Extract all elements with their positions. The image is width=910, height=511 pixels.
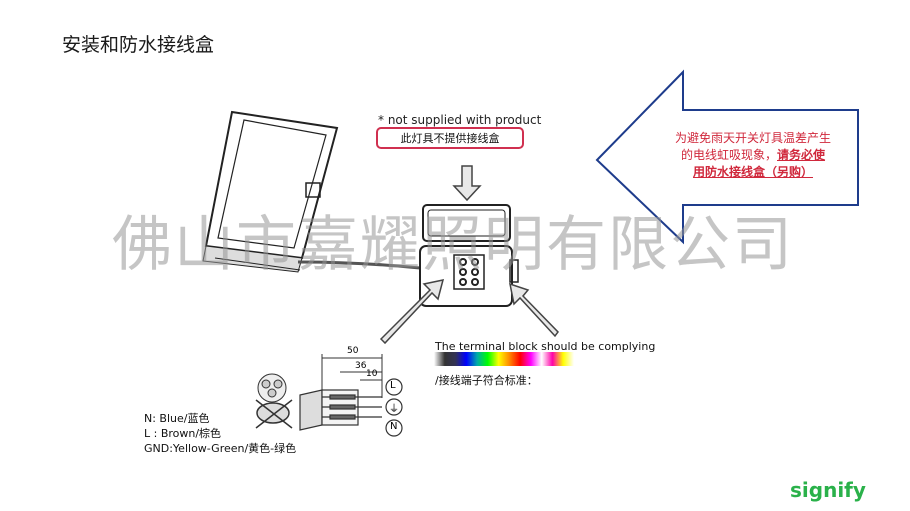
- standard-color-bar: [434, 352, 574, 366]
- terminal-n: N: [390, 421, 398, 432]
- floodlight-illustration: [202, 110, 339, 273]
- terminal-symbols: [385, 378, 403, 437]
- wire-n-label: N: Blue/蓝色: [144, 412, 210, 425]
- callout-line3: 用防水接线盒（另购）: [648, 164, 858, 181]
- callout-text: 为避免雨天开关灯具温差产生 的电线虹吸现象，请务必使 用防水接线盒（另购）: [648, 130, 858, 181]
- dimension-lines: [321, 354, 383, 398]
- terminal-note-cn: /接线端子符合标准：: [435, 374, 538, 387]
- terminal-l: L: [390, 380, 396, 391]
- callout-line2-prefix: 的电线虹吸现象，: [680, 148, 777, 162]
- dim-36: 36: [355, 361, 367, 371]
- stripped-wire: [299, 389, 382, 431]
- not-supplied-note: * not supplied with product: [378, 113, 542, 127]
- callout-line1: 为避免雨天开关灯具温差产生: [674, 131, 831, 145]
- dim-10: 10: [366, 369, 378, 379]
- wire-gnd-label: GND:Yellow-Green/黄色-绿色: [144, 442, 297, 455]
- dim-50: 50: [347, 346, 359, 356]
- junction-box: [419, 204, 519, 307]
- terminal-earth: ⏚: [389, 404, 399, 415]
- crossed-cable: [255, 399, 293, 429]
- wire-l-label: L : Brown/棕色: [144, 427, 222, 440]
- cable-line: [297, 260, 421, 270]
- terminal-note-en: The terminal block should be complying: [435, 340, 656, 353]
- not-supplied-cn-label: 此灯具不提供接线盒: [400, 132, 500, 145]
- not-supplied-cn-box: 此灯具不提供接线盒: [376, 127, 524, 149]
- callout-line2-bold: 请务必使: [777, 148, 826, 162]
- watermark-text: 佛山市嘉耀照明有限公司: [112, 210, 794, 280]
- callout-line3-bold: 用防水接线盒（另购）: [692, 165, 813, 179]
- signify-logo: signify: [790, 478, 866, 502]
- page-title: 安装和防水接线盒: [62, 34, 215, 56]
- callout-arrow: [595, 69, 859, 245]
- gray-arrows: [379, 165, 559, 345]
- callout-line2: 的电线虹吸现象，请务必使: [648, 147, 858, 164]
- cable-cross-section: [257, 373, 287, 403]
